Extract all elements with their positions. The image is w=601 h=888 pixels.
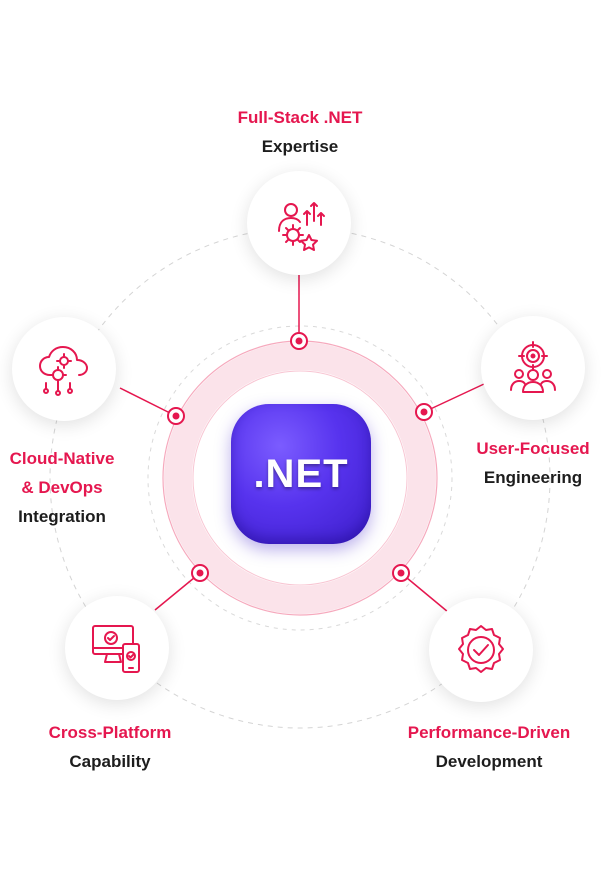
label-cloud-native: Cloud-Native & DevOps Integration [0, 444, 124, 531]
inner-pink-ring [164, 342, 436, 614]
connector-bottom-left [154, 572, 201, 611]
connector-right [423, 383, 485, 413]
dot-left [167, 407, 185, 425]
label-user-focused: User-Focused Engineering [443, 434, 601, 492]
cloud-gear-icon [39, 346, 88, 396]
node-title: Cloud-Native [9, 449, 115, 468]
dot-bottom-left [191, 564, 209, 582]
outer-dashed-ring [49, 227, 551, 729]
node-title-line2: & DevOps [21, 478, 103, 497]
label-full-stack: Full-Stack .NET Expertise [200, 103, 400, 161]
logo-text: .NET [253, 451, 349, 496]
node-cross-platform [65, 596, 169, 700]
node-full-stack [247, 171, 351, 275]
node-performance [429, 598, 533, 702]
team-growth-icon [278, 202, 325, 251]
node-subtitle: Capability [69, 752, 151, 771]
node-title: Cross-Platform [48, 723, 172, 742]
label-performance: Performance-Driven Development [389, 718, 589, 776]
user-target-icon [510, 341, 556, 393]
node-title: User-Focused [476, 439, 590, 458]
node-cloud-native [12, 317, 116, 421]
node-subtitle: Expertise [261, 137, 339, 156]
connector-bottom-right [400, 572, 449, 613]
node-title: Full-Stack .NET [237, 108, 363, 127]
dot-bottom-right [392, 564, 410, 582]
devices-icon [92, 625, 140, 673]
connector-left [119, 387, 177, 417]
ring-inner-line [192, 370, 408, 586]
quality-badge-icon [458, 625, 504, 673]
inner-dashed-ring [147, 325, 453, 631]
node-subtitle: Development [435, 752, 543, 771]
dot-top [290, 332, 308, 350]
dot-right [415, 403, 433, 421]
node-subtitle: Engineering [483, 468, 583, 487]
label-cross-platform: Cross-Platform Capability [20, 718, 200, 776]
dotnet-logo: .NET [231, 404, 371, 544]
node-title: Performance-Driven [407, 723, 571, 742]
node-subtitle: Integration [18, 507, 106, 526]
node-user-focused [481, 316, 585, 420]
